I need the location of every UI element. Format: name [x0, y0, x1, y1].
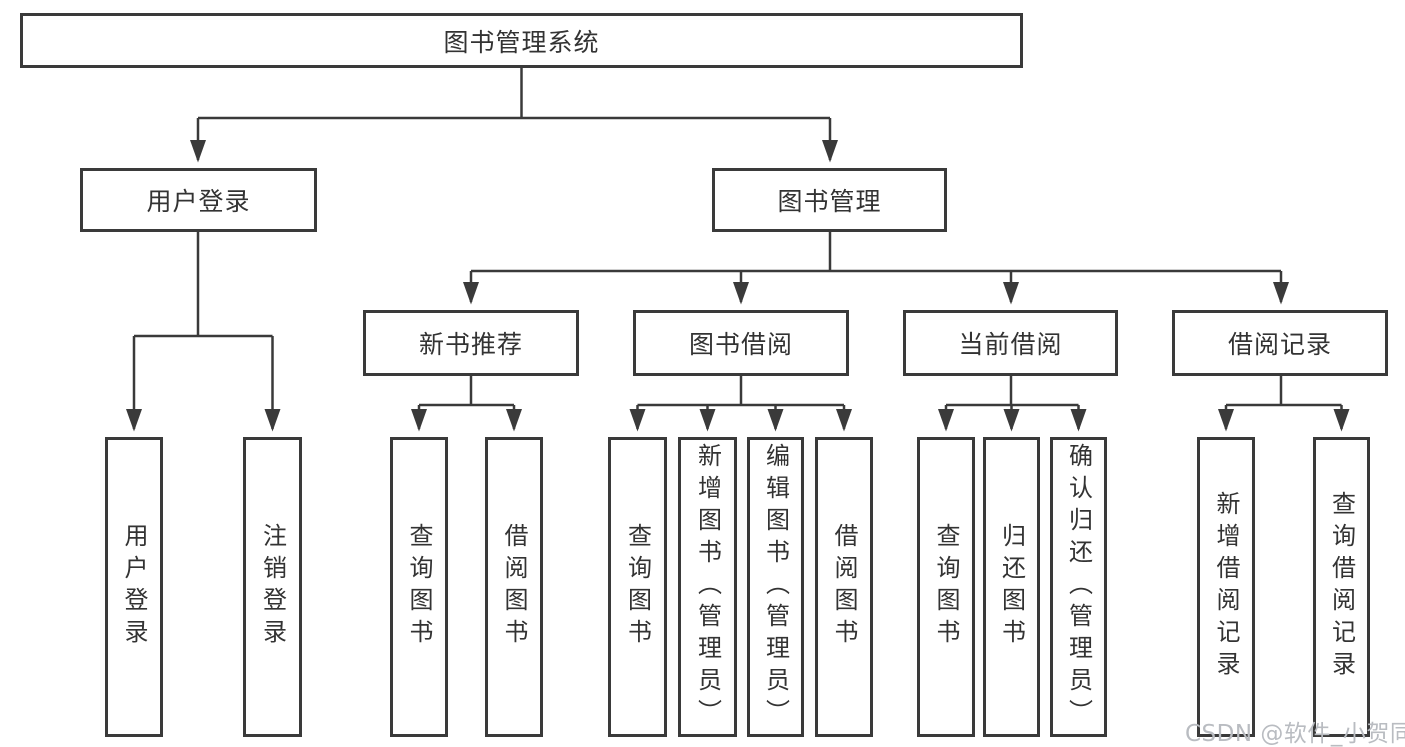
node-label: 图书管理系统: [443, 27, 600, 57]
node-current-borrowing: 当前借阅: [903, 310, 1118, 376]
leaf-confirm-return-admin: 确认归还（管理员）: [1050, 437, 1107, 737]
node-label: 新增借阅记录: [1212, 491, 1240, 683]
node-label: 确认归还（管理员）: [1064, 443, 1093, 731]
node-label: 借阅图书: [830, 523, 858, 651]
node-label: 用户登录: [146, 187, 251, 216]
node-label: 编辑图书（管理员）: [761, 443, 790, 731]
node-label: 查询图书: [623, 523, 652, 651]
node-label: 查询图书: [405, 523, 433, 651]
leaf-borrow-books: 借阅图书: [815, 437, 873, 737]
leaf-query-books-current: 查询图书: [917, 437, 975, 737]
leaf-query-books-recommend: 查询图书: [390, 437, 448, 737]
node-label: 借阅图书: [500, 523, 528, 651]
leaf-user-login: 用户登录: [105, 437, 163, 737]
leaf-logout: 注销登录: [243, 437, 302, 737]
node-label: 图书管理: [777, 187, 882, 216]
leaf-add-borrow-record: 新增借阅记录: [1197, 437, 1255, 737]
leaf-return-books: 归还图书: [983, 437, 1040, 737]
leaf-edit-book-admin: 编辑图书（管理员）: [747, 437, 804, 737]
node-book-management: 图书管理: [712, 168, 947, 232]
node-label: 借阅记录: [1227, 330, 1332, 359]
node-book-borrowing: 图书借阅: [633, 310, 849, 376]
node-label: 用户登录: [120, 523, 148, 651]
node-label: 查询图书: [932, 523, 960, 651]
node-label: 新增图书（管理员）: [693, 443, 722, 731]
leaf-query-borrow-record: 查询借阅记录: [1313, 437, 1370, 737]
watermark-text: CSDN @软件_小贺同学: [1185, 721, 1405, 747]
node-borrowing-records: 借阅记录: [1172, 310, 1388, 376]
leaf-borrow-books-recommend: 借阅图书: [485, 437, 543, 737]
node-label: 查询借阅记录: [1327, 491, 1356, 683]
node-label: 图书借阅: [688, 330, 793, 359]
node-library-system: 图书管理系统: [20, 13, 1023, 68]
node-new-book-recommendation: 新书推荐: [363, 310, 579, 376]
leaf-add-book-admin: 新增图书（管理员）: [678, 437, 737, 737]
node-user-login: 用户登录: [80, 168, 317, 232]
node-label: 当前借阅: [958, 330, 1063, 359]
node-label: 注销登录: [258, 523, 287, 651]
node-label: 归还图书: [997, 523, 1026, 651]
leaf-query-books-borrow: 查询图书: [608, 437, 667, 737]
node-label: 新书推荐: [418, 330, 523, 359]
